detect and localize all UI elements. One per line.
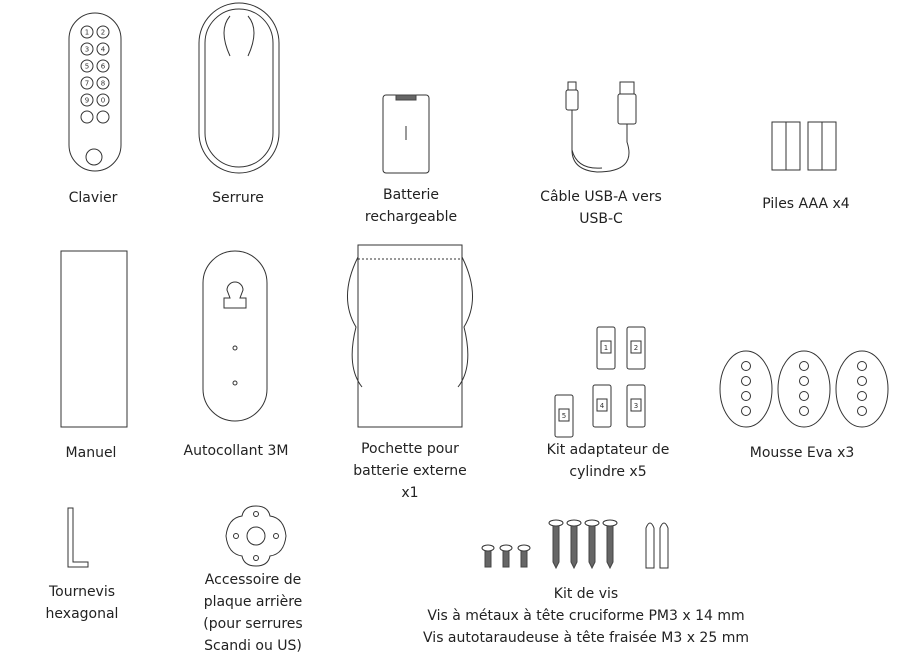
backplate-icon: [225, 505, 287, 567]
svg-text:5: 5: [85, 63, 89, 71]
label-line: Scandi ou US): [204, 638, 302, 654]
keypad-key: 5: [80, 59, 94, 73]
svg-text:0: 0: [101, 97, 105, 105]
keypad-key: 2: [96, 25, 110, 39]
label-line: Clavier: [68, 190, 118, 206]
pouch-icon: [347, 244, 473, 428]
label-line: Kit de vis: [553, 586, 619, 602]
check-key: [96, 110, 110, 124]
label-line: hexagonal: [45, 606, 119, 622]
label-line: Batterie: [382, 187, 440, 203]
label-line: x1: [401, 485, 419, 501]
keypad-key: 7: [80, 76, 94, 90]
label-line: Manuel: [65, 445, 117, 461]
keypad-key: 0: [96, 93, 110, 107]
wood-screw: [566, 519, 582, 570]
machine-screw: [517, 544, 531, 568]
label-pouch: Pochette pour batterie externe x1: [353, 438, 467, 504]
label-foam: Mousse Eva x3: [750, 442, 855, 464]
label-line: Pochette pour: [361, 441, 459, 457]
svg-text:8: 8: [101, 80, 105, 88]
label-hexkey: Tournevis hexagonal: [46, 581, 119, 625]
cylinder-adapter: 2: [626, 326, 646, 370]
cylinder-adapter: 3: [626, 384, 646, 428]
svg-text:7: 7: [85, 80, 89, 88]
cylinder-adapter: 4: [592, 384, 612, 428]
foam-pad: [835, 350, 889, 428]
manual-icon: [60, 250, 128, 428]
lock-key: [80, 110, 94, 124]
label-line: Vis à métaux à tête cruciforme PM3 x 14 …: [427, 608, 745, 624]
label-line: Serrure: [212, 190, 264, 206]
svg-text:3: 3: [85, 46, 89, 54]
label-manual: Manuel: [66, 442, 117, 464]
label-line: (pour serrures: [203, 616, 303, 632]
label-line: plaque arrière: [203, 594, 303, 610]
svg-text:1: 1: [85, 29, 89, 37]
machine-screw: [481, 544, 495, 568]
svg-text:5: 5: [562, 412, 566, 420]
hex-key-icon: [67, 507, 89, 568]
eva-foam-icon: [719, 350, 889, 428]
label-sticker: Autocollant 3M: [184, 440, 289, 462]
wood-screw: [584, 519, 600, 570]
svg-text:1: 1: [604, 344, 608, 352]
svg-text:9: 9: [85, 97, 89, 105]
battery-icon: [382, 94, 430, 174]
label-line: Accessoire de: [204, 572, 302, 588]
3m-sticker-icon: [202, 250, 268, 422]
keypad-key: 4: [96, 42, 110, 56]
label-keypad: Clavier: [69, 187, 118, 209]
label-line: Mousse Eva x3: [749, 445, 855, 461]
smart-lock-icon: [198, 2, 280, 174]
label-line: Piles AAA x4: [762, 196, 850, 212]
label-line: Câble USB-A vers: [540, 189, 662, 205]
label-adapter: Kit adaptateur de cylindre x5: [547, 439, 670, 483]
wall-plug: [645, 522, 655, 569]
keypad-icon: 1 2 3 4 5 6 7 8 9 0: [68, 12, 122, 172]
label-line: Autocollant 3M: [183, 443, 289, 459]
svg-text:6: 6: [101, 63, 106, 71]
label-aaa: Piles AAA x4: [762, 193, 849, 215]
label-line: cylindre x5: [569, 464, 647, 480]
usb-cable-icon: [565, 81, 637, 173]
aaa-batteries-icon: [771, 121, 837, 171]
keypad-key: 3: [80, 42, 94, 56]
svg-text:2: 2: [634, 344, 638, 352]
cylinder-adapter: 5: [554, 394, 574, 438]
foam-pad: [719, 350, 773, 428]
label-line: Tournevis: [48, 584, 116, 600]
keypad-key: 8: [96, 76, 110, 90]
label-battery: Batterie rechargeable: [365, 184, 457, 228]
svg-text:4: 4: [600, 402, 605, 410]
cylinder-adapters-icon: 1 2 5 4 3: [554, 326, 646, 438]
svg-text:3: 3: [634, 402, 638, 410]
keypad-key: 6: [96, 59, 110, 73]
screws-icon: [481, 519, 669, 570]
keypad-key: 9: [80, 93, 94, 107]
wood-screw: [548, 519, 564, 570]
label-line: Kit adaptateur de: [546, 442, 670, 458]
label-backplate: Accessoire de plaque arrière (pour serrure…: [203, 569, 302, 657]
keypad-key: 1: [80, 25, 94, 39]
svg-text:2: 2: [101, 29, 105, 37]
wood-screw: [602, 519, 618, 570]
machine-screw: [499, 544, 513, 568]
label-line: Vis autotaraudeuse à tête fraisée M3 x 2…: [423, 630, 749, 646]
foam-pad: [777, 350, 831, 428]
label-line: batterie externe: [353, 463, 467, 479]
wall-plug: [659, 522, 669, 569]
label-line: USB-C: [579, 211, 623, 227]
label-line: rechargeable: [364, 209, 458, 225]
cylinder-adapter: 1: [596, 326, 616, 370]
label-lock: Serrure: [212, 187, 264, 209]
svg-text:4: 4: [101, 46, 106, 54]
